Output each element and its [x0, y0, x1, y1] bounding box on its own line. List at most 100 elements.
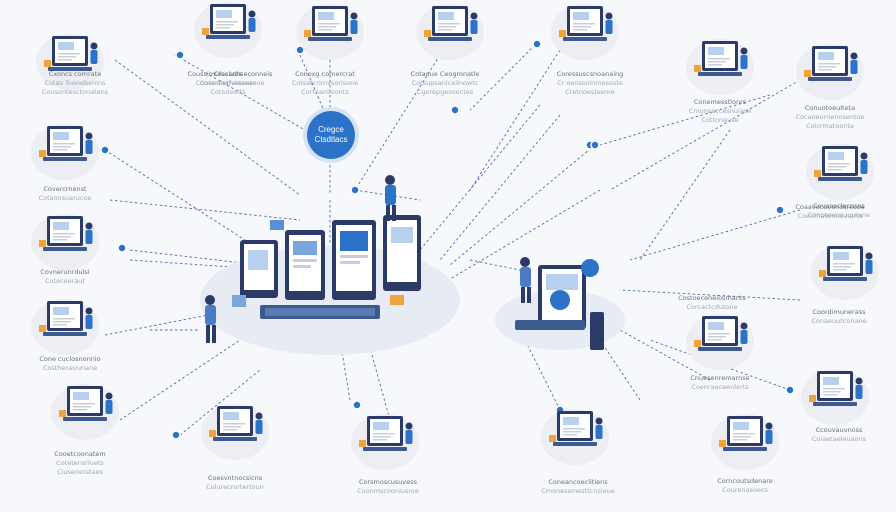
caption-line: Covercrnenst	[43, 185, 87, 193]
person-at-desk-icon[interactable]	[36, 34, 104, 90]
dashboard-icon[interactable]	[806, 144, 874, 200]
connection-line	[419, 104, 541, 251]
connection-line	[439, 114, 561, 261]
monitor-pin-icon[interactable]	[801, 369, 869, 425]
caption-line: Coiaetaeleuaons	[811, 435, 867, 443]
caption-line: Conuotoeulteta	[804, 104, 856, 112]
caption-line: Cresiutls	[213, 70, 243, 78]
connection-line	[109, 199, 301, 221]
tablet-icon[interactable]	[551, 4, 619, 60]
caption-line: Costoeceneiosmants	[678, 294, 746, 302]
connection-dot	[117, 243, 127, 253]
connection-dot	[450, 105, 460, 115]
caption-line: Cotetensrluets	[56, 459, 104, 467]
caption-line: Corncoutsdenare	[717, 477, 773, 485]
presentation-person-icon[interactable]	[201, 404, 269, 460]
connection-line	[439, 189, 601, 286]
connection-dot	[352, 400, 362, 410]
caption-line: Cmunsaccesnuiase	[688, 107, 752, 115]
connection-dot	[171, 430, 181, 440]
secondary-workstation-cluster	[495, 257, 625, 350]
connection-line	[354, 54, 441, 191]
document-icon[interactable]	[686, 39, 754, 95]
caption-line: Cotsupsanlceilnowtc	[411, 79, 479, 87]
connection-lines	[104, 44, 801, 436]
connection-line	[174, 54, 306, 131]
document-icon[interactable]	[51, 384, 119, 440]
folder-icon[interactable]	[31, 299, 99, 355]
connection-dot	[775, 205, 785, 215]
connection-line	[364, 329, 391, 421]
caption-line: Conceeeus iureane	[807, 211, 871, 219]
connection-line	[114, 59, 301, 196]
caption-line: Cnuesenremarnse	[690, 374, 750, 382]
caption-line: Coicrmatoonte	[806, 122, 854, 130]
connection-dot	[175, 50, 185, 60]
caption-line: Cxoncs comrate	[48, 70, 102, 78]
caption-line: Cotaoosuarucoe	[38, 194, 92, 202]
caption-line: Courenasoecs	[722, 486, 768, 494]
caption-line: Coeomalwnncetarts	[797, 212, 863, 220]
connection-line	[609, 79, 801, 191]
people-desk-icon[interactable]	[796, 44, 864, 100]
hub-line-2: Ctsdtlacs	[314, 135, 348, 144]
caption-line: Corsmoscusuvess	[358, 478, 418, 486]
connection-line	[449, 144, 596, 266]
connection-line	[119, 329, 256, 421]
desk-person-icon[interactable]	[711, 414, 779, 470]
laptop-icon[interactable]	[296, 4, 364, 60]
caption-line: Corteanlloonts	[301, 88, 349, 96]
hub-line-1: Cregce	[318, 125, 344, 134]
caption-line: Coneantumeaseaeoe	[195, 79, 265, 87]
connection-line	[129, 249, 261, 266]
caption-line: Cretnoeslaenre	[565, 88, 615, 96]
caption-line: Cooetcoonatem	[54, 450, 106, 458]
connection-line	[469, 44, 536, 111]
caption-line: Coteceeraut	[45, 277, 85, 285]
monitor-chart-icon[interactable]	[541, 409, 609, 465]
caption-line: Cotsatcrimvsorisone	[291, 79, 359, 87]
monitor-chart-icon[interactable]	[416, 4, 484, 60]
laptop-chart-icon[interactable]	[351, 414, 419, 470]
central-server-cluster	[200, 175, 460, 355]
caption-line: Cotiutestts	[210, 88, 246, 96]
hub-node[interactable]: Cregce Ctsdtlacs	[307, 111, 355, 159]
gauge-icon[interactable]	[686, 314, 754, 370]
caption-line: Ciusenetstaes	[57, 468, 103, 476]
connection-line	[354, 189, 421, 201]
caption-line: Colurecrortertoun	[206, 483, 264, 491]
people-desk-icon[interactable]	[811, 244, 879, 300]
caption-line: Covansclocnsns	[813, 202, 865, 210]
connection-line	[599, 339, 641, 401]
caption-line: Conemesstlonrs	[693, 98, 747, 106]
document-stack-icon[interactable]	[31, 124, 99, 180]
caption-line: Cousontesctonatens	[41, 88, 109, 96]
caption-line: Coordimunerass	[812, 308, 866, 316]
caption-line: Ccouvauvnoss	[815, 426, 863, 434]
connection-line	[619, 289, 801, 301]
caption-line: Coenraeceenlerts	[691, 383, 749, 391]
caption-line: Corcactcdutone	[686, 303, 738, 311]
connection-dot	[532, 39, 542, 49]
caption-line: Coussimulacsonseconneis	[187, 70, 273, 78]
caption-line: Cotaoue Ceogronatle	[410, 70, 480, 78]
monitor-person-icon[interactable]	[194, 2, 262, 58]
board-person-icon[interactable]	[31, 214, 99, 270]
caption-line: Costhecevunane	[42, 364, 98, 372]
